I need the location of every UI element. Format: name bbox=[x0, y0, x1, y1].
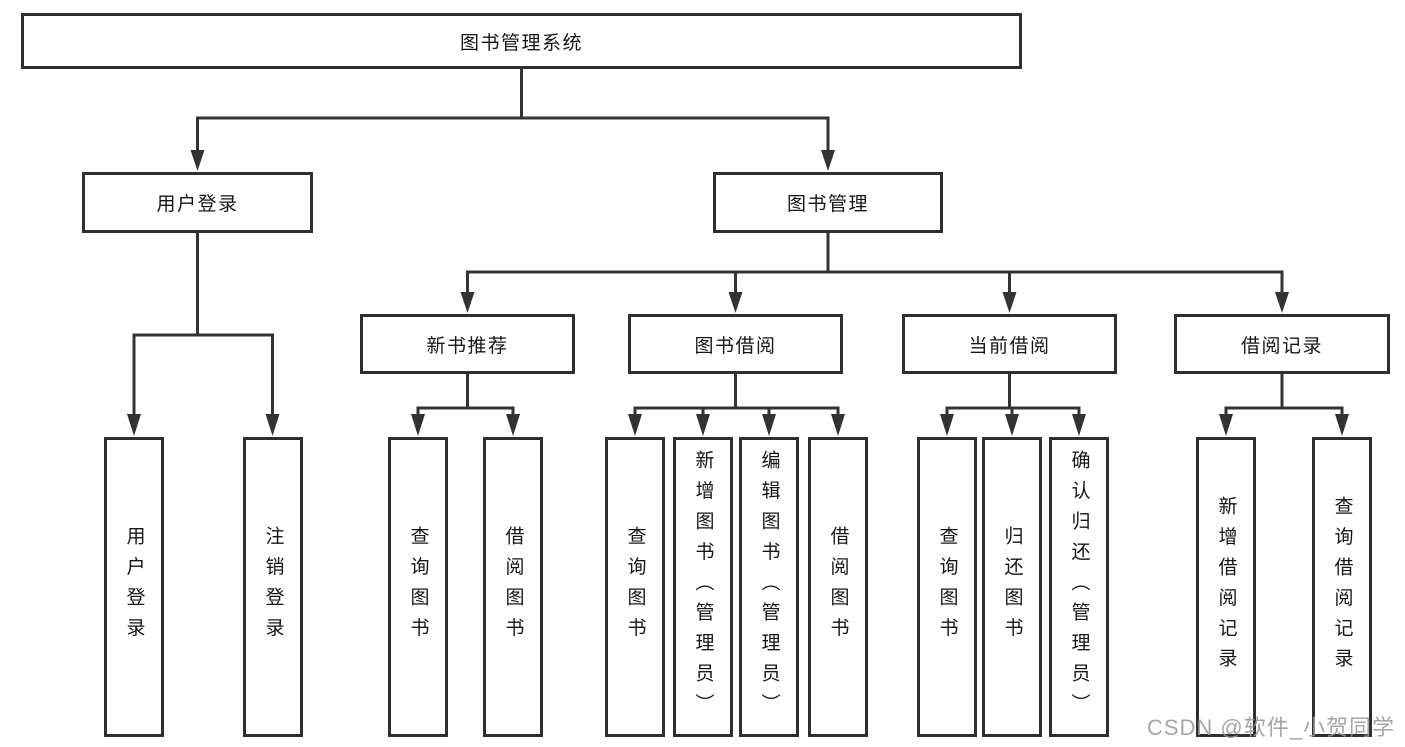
leaf-borrow-books-recommend: 借阅图书 bbox=[483, 437, 543, 737]
connector-current-borrowing-to-leaves bbox=[940, 372, 1086, 436]
leaf-logout: 注销登录 bbox=[243, 437, 303, 737]
leaf-label: 编辑图书（管理员） bbox=[758, 450, 780, 724]
leaf-query-books-current: 查询图书 bbox=[917, 437, 977, 737]
leaf-label: 归还图书 bbox=[1001, 526, 1023, 648]
leaf-user-login: 用户登录 bbox=[104, 437, 164, 737]
node-label: 图书借阅 bbox=[694, 335, 777, 357]
leaf-label: 查询图书 bbox=[936, 526, 958, 648]
leaf-label: 注销登录 bbox=[262, 526, 284, 648]
node-label: 当前借阅 bbox=[968, 335, 1051, 357]
node-book-management: 图书管理 bbox=[713, 172, 943, 233]
connector-borrowing-records-to-leaves bbox=[1219, 372, 1349, 436]
node-borrowing-records: 借阅记录 bbox=[1174, 314, 1390, 374]
connector-root-to-level2 bbox=[190, 67, 835, 171]
leaf-query-books-borrowing: 查询图书 bbox=[605, 437, 665, 737]
leaf-label: 查询图书 bbox=[407, 526, 429, 648]
leaf-label: 查询图书 bbox=[624, 526, 646, 648]
node-label: 用户登录 bbox=[156, 194, 239, 215]
node-label: 图书管理系统 bbox=[459, 32, 583, 54]
csdn-watermark: CSDN @软件_小贺同学 bbox=[1146, 715, 1395, 740]
connector-book-borrowing-to-leaves bbox=[628, 372, 845, 436]
node-label: 图书管理 bbox=[786, 194, 869, 215]
node-book-borrowing: 图书借阅 bbox=[628, 314, 843, 374]
connector-user-login-to-leaves bbox=[127, 231, 280, 436]
leaf-edit-books-admin: 编辑图书（管理员） bbox=[739, 437, 799, 737]
leaf-add-books-admin: 新增图书（管理员） bbox=[673, 437, 733, 737]
leaf-label: 用户登录 bbox=[123, 526, 145, 648]
leaf-borrow-books: 借阅图书 bbox=[808, 437, 868, 737]
leaf-add-borrow-record: 新增借阅记录 bbox=[1196, 437, 1256, 737]
node-current-borrowing: 当前借阅 bbox=[902, 314, 1117, 374]
leaf-return-books: 归还图书 bbox=[982, 437, 1042, 737]
leaf-label: 确认归还（管理员） bbox=[1068, 450, 1090, 724]
leaf-query-borrow-record: 查询借阅记录 bbox=[1312, 437, 1372, 737]
node-root-system: 图书管理系统 bbox=[21, 13, 1022, 69]
node-new-book-recommend: 新书推荐 bbox=[360, 314, 575, 374]
leaf-label: 新增图书（管理员） bbox=[692, 450, 714, 724]
leaf-label: 借阅图书 bbox=[502, 526, 524, 648]
leaf-label: 借阅图书 bbox=[827, 526, 849, 648]
node-label: 新书推荐 bbox=[426, 335, 509, 357]
leaf-label: 新增借阅记录 bbox=[1215, 495, 1237, 679]
node-label: 借阅记录 bbox=[1240, 335, 1323, 357]
connector-new-book-recommend-to-leaves bbox=[411, 372, 520, 436]
node-user-login: 用户登录 bbox=[82, 172, 313, 233]
leaf-label: 查询借阅记录 bbox=[1331, 495, 1353, 679]
connector-book-management-to-level3 bbox=[460, 231, 1289, 313]
leaf-confirm-return-admin: 确认归还（管理员） bbox=[1049, 437, 1109, 737]
leaf-query-books-recommend: 查询图书 bbox=[388, 437, 448, 737]
